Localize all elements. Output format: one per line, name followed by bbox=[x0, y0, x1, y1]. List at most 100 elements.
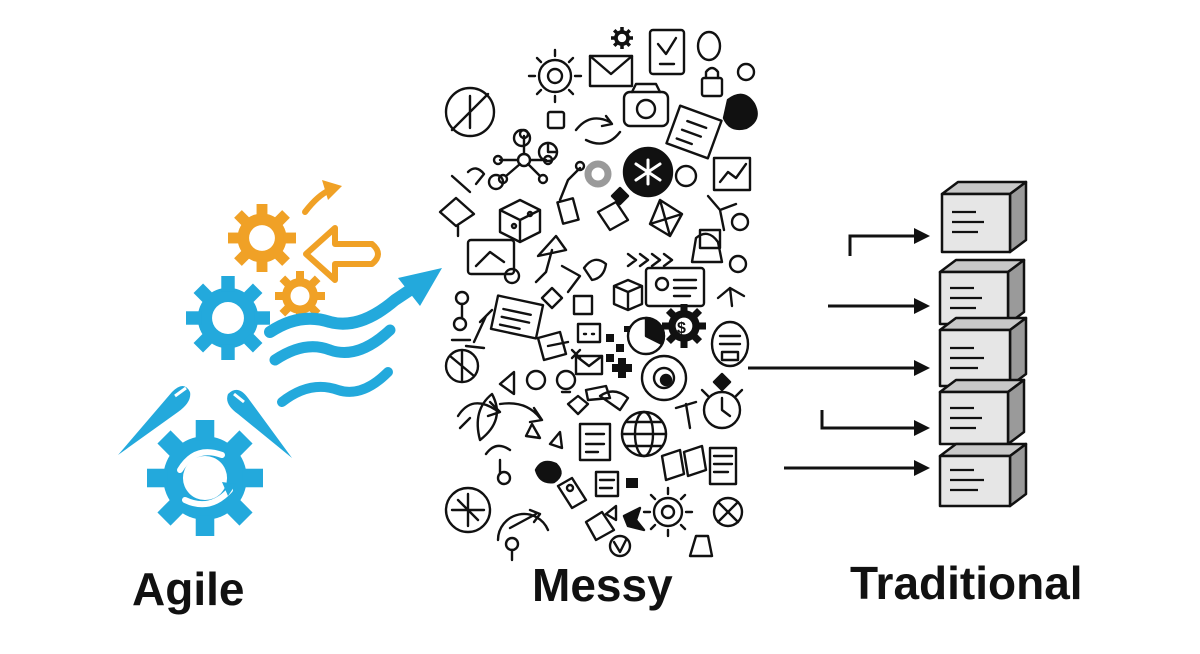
pie-chart-icon bbox=[626, 316, 666, 356]
books-open-icon bbox=[660, 444, 708, 482]
agile-illustration bbox=[118, 180, 442, 536]
id-card-icon bbox=[644, 266, 706, 308]
blue-wave-upper-icon bbox=[264, 284, 416, 338]
square-icon bbox=[572, 294, 594, 316]
pin-small-icon bbox=[454, 290, 470, 320]
dial-icon bbox=[496, 508, 550, 542]
orange-arrowhead-icon bbox=[322, 180, 342, 200]
orange-gear-large-icon bbox=[228, 204, 296, 272]
hub-icon bbox=[492, 128, 554, 185]
bell-icon bbox=[690, 232, 724, 264]
books-icon bbox=[536, 330, 570, 362]
blue-quill-left-icon bbox=[118, 386, 191, 455]
bottle-icon bbox=[688, 534, 714, 558]
ink-diamond-icon bbox=[610, 186, 630, 206]
triangle-icon bbox=[498, 370, 516, 396]
swoosh-icon bbox=[498, 402, 544, 424]
refresh-circle-icon bbox=[574, 114, 622, 145]
pen-stand-icon bbox=[674, 400, 698, 430]
arrows-chevrons-icon bbox=[626, 252, 674, 268]
box-icon-3 bbox=[938, 316, 1028, 388]
camera-icon bbox=[622, 82, 670, 128]
checklist-icon bbox=[578, 422, 612, 462]
pointer-icon bbox=[604, 504, 618, 522]
badge-icon bbox=[710, 320, 750, 368]
ink-fish-icon bbox=[622, 506, 646, 532]
ring-icon bbox=[696, 30, 722, 62]
compass-rose-icon bbox=[712, 496, 744, 528]
refresh-arrowhead-icon bbox=[222, 482, 236, 496]
alarm-clock-icon bbox=[700, 388, 744, 430]
eye-circle-icon bbox=[444, 348, 480, 384]
shoe-icon bbox=[584, 384, 612, 402]
blue-wave-middle-icon bbox=[269, 324, 396, 366]
ring-outline-icon bbox=[674, 164, 698, 188]
diamond-small-icon bbox=[566, 394, 590, 416]
curved-arrows-icon bbox=[456, 400, 502, 430]
diamond-outline-icon bbox=[540, 286, 564, 310]
ink-cloud-icon bbox=[534, 460, 562, 484]
scroll-icon bbox=[484, 444, 512, 486]
helmet-icon bbox=[582, 258, 608, 282]
ink-blob-icon bbox=[722, 93, 758, 131]
document-stack-icon bbox=[665, 104, 723, 160]
medal-icon bbox=[608, 534, 632, 558]
refresh-arrow-lower-icon bbox=[182, 487, 233, 508]
tablet-check-icon bbox=[648, 28, 686, 76]
reader-icon bbox=[708, 446, 738, 486]
grey-ring-icon bbox=[584, 160, 612, 188]
bird-icon bbox=[598, 390, 630, 412]
chair-icon bbox=[438, 196, 476, 238]
triangle-small-icon bbox=[548, 430, 564, 450]
blue-arrowhead-icon bbox=[398, 268, 442, 306]
traditional-stack bbox=[748, 180, 1028, 508]
note-icon bbox=[546, 110, 566, 130]
pie-icon bbox=[537, 141, 559, 163]
gear-outline-icon bbox=[527, 48, 583, 104]
blue-wave-lower-icon bbox=[277, 367, 393, 407]
pin-icon bbox=[487, 173, 505, 191]
cursor-small-icon bbox=[524, 422, 542, 440]
gear-medium-icon bbox=[642, 486, 694, 538]
ribbon-icon bbox=[584, 510, 616, 542]
ring-small-icon bbox=[736, 62, 756, 82]
box-icon-4 bbox=[938, 378, 1026, 446]
fan-icon bbox=[716, 286, 746, 308]
cube-dice-icon bbox=[498, 198, 542, 244]
globe-icon bbox=[620, 410, 668, 458]
arrow-right-icon-1 bbox=[848, 228, 930, 256]
building-icon bbox=[698, 228, 722, 250]
tape-icon bbox=[560, 264, 582, 294]
compass-icon bbox=[444, 486, 492, 534]
ink-rect-icon bbox=[626, 478, 638, 488]
leaf-icon bbox=[476, 392, 499, 442]
box-icon-2 bbox=[938, 258, 1026, 326]
gear-icon bbox=[611, 27, 633, 49]
pin-stand-icon bbox=[450, 316, 472, 342]
agile-label: Agile bbox=[132, 563, 245, 615]
network-icon bbox=[648, 198, 684, 238]
robot-arm-icon bbox=[706, 194, 750, 232]
arrow-right-icon-3 bbox=[748, 360, 930, 376]
envelope-small-icon bbox=[574, 354, 604, 376]
circle-icon bbox=[525, 369, 547, 391]
ring-alt-icon bbox=[728, 254, 748, 274]
quill-right-mark bbox=[233, 392, 245, 404]
notepad-icon bbox=[594, 470, 620, 498]
arrow-right-icon-4 bbox=[820, 410, 930, 436]
envelope-icon bbox=[588, 54, 634, 88]
arrow-right-icon-5 bbox=[784, 460, 930, 476]
box-icon-5 bbox=[938, 442, 1028, 508]
plus-icon bbox=[612, 358, 632, 378]
dark-badge-icon bbox=[622, 146, 674, 198]
tool-icon bbox=[450, 167, 486, 194]
quill-left-mark bbox=[174, 386, 187, 398]
lamp-icon bbox=[558, 160, 586, 202]
traditional-label: Traditional bbox=[850, 557, 1083, 609]
chart-board-icon bbox=[712, 156, 752, 192]
messy-icon-cluster: $ bbox=[438, 27, 758, 562]
figure-icon bbox=[504, 536, 520, 562]
monitor-icon bbox=[466, 238, 521, 285]
book-icon bbox=[556, 197, 580, 225]
